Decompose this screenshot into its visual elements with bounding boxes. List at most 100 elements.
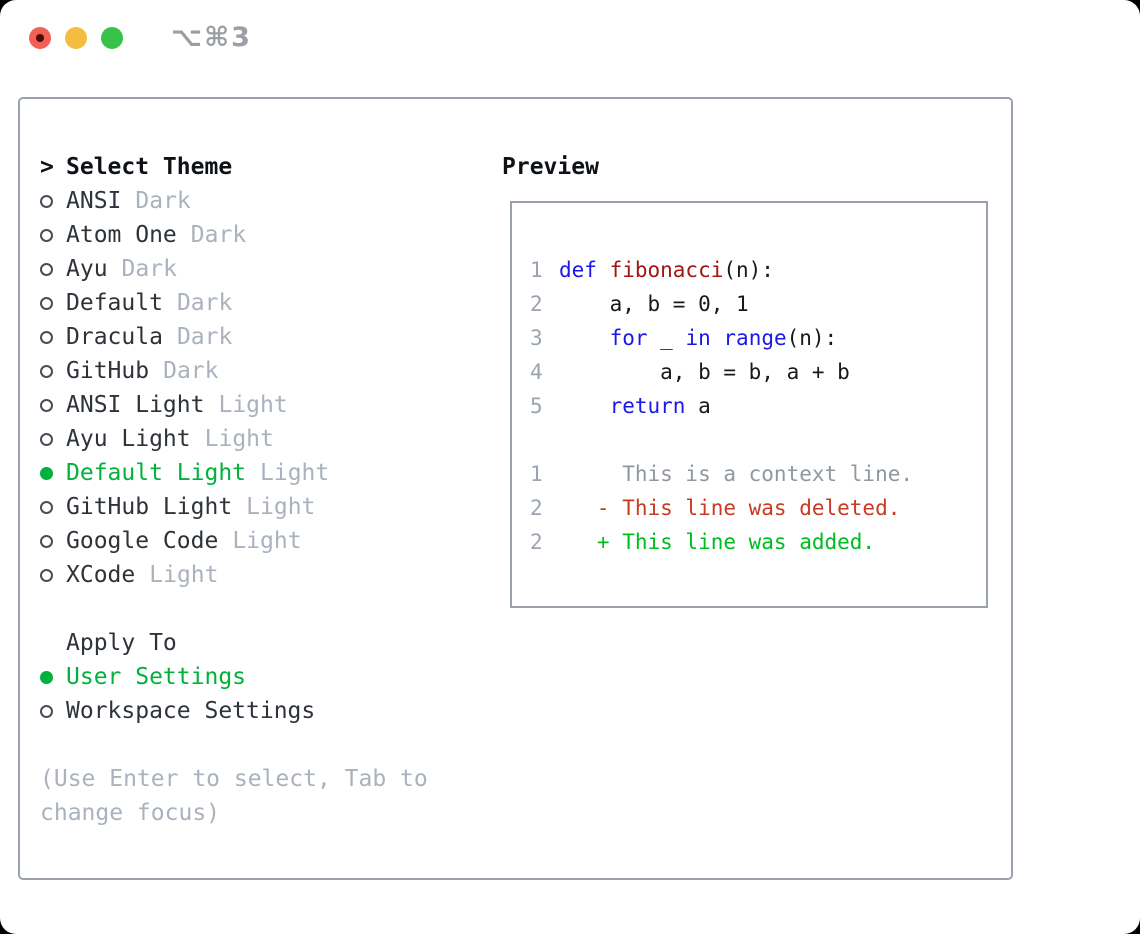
- code-token: a: [685, 394, 711, 418]
- radio-unselected-icon: [40, 364, 66, 378]
- theme-option-label: GitHub Light: [66, 494, 233, 520]
- code-line: 5 return a: [530, 389, 978, 423]
- theme-option-github-light[interactable]: GitHub Light Light: [40, 490, 480, 524]
- radio-unselected-icon: [40, 398, 66, 412]
- select-theme-header: > Select Theme: [40, 150, 480, 184]
- titlebar: ⌥⌘3: [29, 22, 252, 53]
- theme-variant-label: Light: [149, 562, 219, 588]
- window-shortcut-label: ⌥⌘3: [171, 22, 252, 53]
- code-token: def: [559, 258, 610, 282]
- theme-option-ansi-dark[interactable]: ANSI Dark: [40, 184, 480, 218]
- code-token: - This line was deleted.: [559, 496, 901, 520]
- theme-variant-label: Light: [246, 494, 316, 520]
- apply-to-title: Apply To: [66, 630, 177, 656]
- apply-option-workspace-settings[interactable]: Workspace Settings: [40, 694, 480, 728]
- theme-variant-label: Dark: [121, 256, 177, 282]
- code-line: 3 for _ in range(n):: [530, 321, 978, 355]
- code-line: 4 a, b = b, a + b: [530, 355, 978, 389]
- section-gap: [40, 592, 480, 626]
- theme-variant-label: Light: [204, 426, 274, 452]
- code-token: return: [609, 394, 686, 418]
- radio-selected-icon: [40, 466, 66, 480]
- theme-option-label: Default: [66, 290, 163, 316]
- theme-variant-label: Dark: [163, 358, 219, 384]
- preview-title: Preview: [502, 154, 599, 180]
- theme-option-label: GitHub: [66, 358, 150, 384]
- line-number: 2: [530, 530, 543, 554]
- theme-option-label: ANSI Light: [66, 392, 205, 418]
- apply-to-header: Apply To: [40, 626, 480, 660]
- code-token: a, b = 0, 1: [559, 292, 749, 316]
- theme-variant-label: Light: [218, 392, 288, 418]
- diff-added-line: 2 + This line was added.: [530, 525, 978, 559]
- apply-option-user-settings[interactable]: User Settings: [40, 660, 480, 694]
- theme-option-label: Dracula: [66, 324, 163, 350]
- theme-variant-label: Light: [232, 528, 302, 554]
- keyboard-hint-line-2: change focus): [40, 800, 221, 826]
- code-token: a, b = b, a + b: [559, 360, 850, 384]
- theme-variant-label: Dark: [176, 324, 233, 350]
- code-token: This is a context line.: [559, 462, 914, 486]
- line-number: 2: [530, 292, 543, 316]
- theme-option-xcode-light[interactable]: XCode Light: [40, 558, 480, 592]
- prompt-caret: >: [40, 154, 54, 180]
- line-number: 1: [530, 462, 543, 486]
- radio-unselected-icon: [40, 432, 66, 446]
- code-token: [711, 326, 724, 350]
- theme-variant-label: Dark: [190, 222, 247, 248]
- code-token: _: [647, 326, 686, 350]
- radio-unselected-icon: [40, 228, 66, 242]
- theme-option-ayu-dark[interactable]: Ayu Dark: [40, 252, 480, 286]
- radio-unselected-icon: [40, 704, 66, 718]
- code-token: + This line was added.: [559, 530, 876, 554]
- line-number: 3: [530, 326, 543, 350]
- code-token: [559, 326, 610, 350]
- apply-option-label: Workspace Settings: [66, 698, 316, 724]
- theme-variant-label: Dark: [135, 188, 191, 214]
- theme-option-ansi-light[interactable]: ANSI Light Light: [40, 388, 480, 422]
- code-token: fibonacci: [609, 258, 724, 282]
- theme-option-label: Ayu Light: [66, 426, 191, 452]
- code-token: (n):: [786, 326, 838, 350]
- radio-unselected-icon: [40, 330, 66, 344]
- radio-unselected-icon: [40, 262, 66, 276]
- theme-list-title: Select Theme: [66, 154, 233, 180]
- radio-unselected-icon: [40, 534, 66, 548]
- theme-option-github-dark[interactable]: GitHub Dark: [40, 354, 480, 388]
- theme-option-label: Ayu: [66, 256, 108, 282]
- theme-option-label: Atom One: [66, 222, 177, 248]
- code-token: for: [609, 326, 648, 350]
- theme-option-atom-one-dark[interactable]: Atom One Dark: [40, 218, 480, 252]
- minimize-button[interactable]: [65, 27, 87, 49]
- close-button[interactable]: [29, 27, 51, 49]
- line-number: 4: [530, 360, 543, 384]
- zoom-button[interactable]: [101, 27, 123, 49]
- code-line-blank: [530, 423, 978, 457]
- code-token: [559, 394, 610, 418]
- theme-variant-label: Dark: [176, 290, 233, 316]
- line-number: 2: [530, 496, 543, 520]
- keyboard-hint-line-1: (Use Enter to select, Tab to: [40, 766, 428, 792]
- diff-context-line: 1 This is a context line.: [530, 457, 978, 491]
- theme-option-label: XCode: [66, 562, 136, 588]
- radio-unselected-icon: [40, 568, 66, 582]
- theme-option-dracula-dark[interactable]: Dracula Dark: [40, 320, 480, 354]
- theme-option-label: ANSI: [66, 188, 122, 214]
- radio-selected-icon: [40, 670, 66, 684]
- theme-option-label: Default Light: [66, 460, 247, 486]
- code-token: (n):: [723, 258, 774, 282]
- radio-unselected-icon: [40, 500, 66, 514]
- apply-option-label: User Settings: [66, 664, 247, 690]
- code-token: in: [685, 326, 711, 350]
- radio-unselected-icon: [40, 194, 66, 208]
- theme-option-ayu-light[interactable]: Ayu Light Light: [40, 422, 480, 456]
- theme-option-default-dark[interactable]: Default Dark: [40, 286, 480, 320]
